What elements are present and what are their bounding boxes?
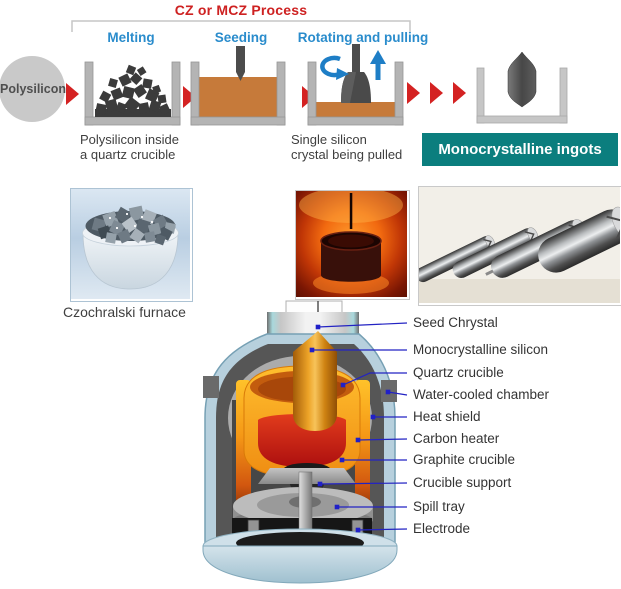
seed-rod-icon	[236, 46, 245, 81]
furnace-label-seed-crystal: Seed Chrystal	[413, 315, 498, 330]
photo-ingots	[418, 186, 621, 306]
furnace-label-heat-shield: Heat shield	[413, 409, 481, 424]
furnace-label-carbon-heater: Carbon heater	[413, 431, 500, 446]
furnace-cutaway	[202, 300, 398, 584]
crucible-pulling	[307, 44, 404, 126]
caption-single-crystal: Single silicon crystal being pulled	[291, 132, 402, 162]
leader-lines	[312, 322, 408, 531]
silicon-chunks	[95, 64, 171, 117]
photo-furnace-glow	[295, 190, 410, 300]
ingot-icon	[507, 51, 537, 108]
leader-dots	[309, 324, 391, 533]
bracket-line	[71, 20, 411, 32]
caption-line: a quartz crucible	[80, 147, 176, 162]
polysilicon-label: Polysilicon	[0, 82, 66, 96]
crucible-melting	[84, 61, 181, 126]
caption-line: Single silicon	[291, 132, 367, 147]
caption-polysilicon-crucible: Polysilicon inside a quartz crucible	[80, 132, 179, 162]
furnace-label-quartz-crucible: Quartz crucible	[413, 365, 504, 380]
stage-label-rotating: Rotating and pulling	[297, 30, 429, 45]
photo-caption-czochralski-furnace: Czochralski furnace	[63, 304, 186, 320]
polysilicon-circle	[0, 56, 65, 122]
furnace-base	[202, 545, 398, 584]
furnace-label-monocrystalline: Monocrystalline silicon	[413, 342, 549, 357]
ingot-4	[538, 206, 620, 273]
silicon-chunks-photo	[91, 205, 176, 246]
caption-line: crystal being pulled	[291, 147, 403, 162]
furnace-glow-photo-art	[296, 191, 407, 297]
furnace-label-spill-tray: Spill tray	[413, 499, 465, 514]
crucible-seeding	[190, 46, 286, 126]
diagram-title: CZ or MCZ Process	[174, 2, 308, 18]
ingot-1	[419, 235, 495, 283]
rotate-arrow-icon	[320, 55, 349, 80]
crystal-rod	[293, 331, 337, 431]
furnace-label-graphite-crucible: Graphite crucible	[413, 452, 516, 467]
pull-up-arrow-icon	[370, 50, 386, 80]
furnace-label-electrode: Electrode	[413, 521, 471, 536]
pulled-crystal-icon	[341, 44, 371, 103]
ingot-container	[476, 51, 568, 124]
process-flow-graphics	[0, 20, 568, 126]
furnace-label-crucible-support: Crucible support	[413, 475, 512, 490]
furnace-label-water-cooled: Water-cooled chamber	[413, 387, 550, 402]
quartz-crucible-photo-art	[71, 189, 190, 299]
result-badge-monocrystalline-ingots: Monocrystalline ingots	[422, 133, 618, 166]
ingots-photo-art	[419, 187, 620, 303]
photo-quartz-crucible	[70, 188, 193, 302]
stage-label-seeding: Seeding	[214, 30, 268, 45]
arrow-right-icon	[66, 82, 466, 108]
caption-line: Polysilicon inside	[80, 132, 179, 147]
stage-label-melting: Melting	[107, 30, 155, 45]
